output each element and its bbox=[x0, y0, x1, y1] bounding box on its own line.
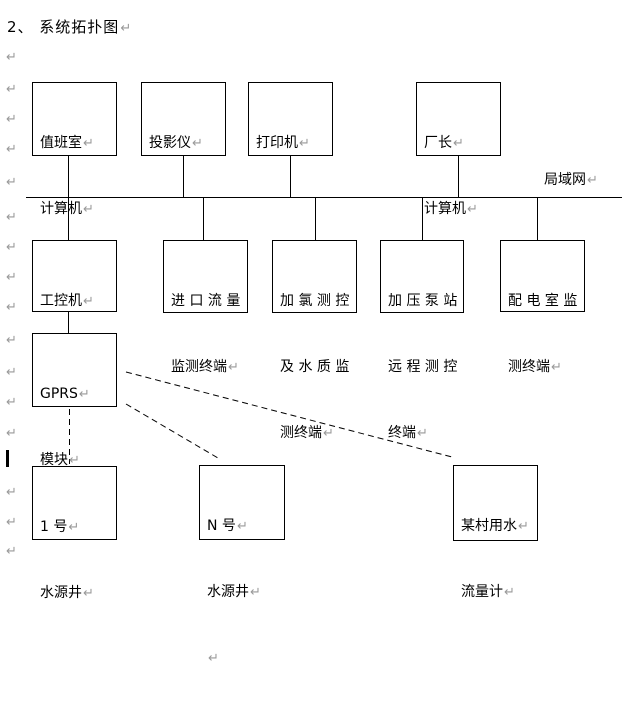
dashed-gprs-welln bbox=[125, 403, 219, 459]
page-title[interactable]: 2、 系统拓扑图↵ bbox=[7, 16, 132, 37]
margin-paragraph-mark: ↵ bbox=[6, 333, 17, 348]
box-text-line: 值班室↵ bbox=[40, 135, 94, 151]
box-text-line: 配 电 室 监 bbox=[508, 293, 578, 309]
box-village-water-flowmeter[interactable]: 某村用水↵ 流量计↵ bbox=[453, 465, 538, 600]
margin-paragraph-mark: ↵ bbox=[6, 544, 17, 559]
box-text-line: 终端↵ bbox=[388, 425, 428, 441]
paragraph-mark: ↵ bbox=[83, 294, 94, 309]
box-industrial-pc[interactable]: 工控机↵ bbox=[32, 240, 117, 312]
paragraph-mark: ↵ bbox=[78, 387, 90, 402]
paragraph-mark: ↵ bbox=[299, 136, 310, 151]
box-text-line: GPRS↵ bbox=[40, 386, 90, 402]
paragraph-mark: ↵ bbox=[208, 651, 219, 666]
box-text-line: 工控机↵ bbox=[40, 293, 94, 309]
box-text-line: 计算机↵ bbox=[40, 201, 94, 217]
box-chlorine-water-quality-terminal[interactable]: 加 氯 测 控 及 水 质 监 测终端↵ bbox=[272, 240, 357, 441]
box-text-line: 1 号↵ bbox=[40, 519, 80, 535]
box-duty-room-computer[interactable]: 值班室↵ 计算机↵ bbox=[32, 82, 117, 217]
paragraph-mark: ↵ bbox=[69, 453, 80, 468]
box-text-line: 及 水 质 监 bbox=[280, 359, 350, 375]
paragraph-mark: ↵ bbox=[323, 426, 334, 441]
margin-paragraph-mark: ↵ bbox=[6, 395, 17, 410]
box-projector[interactable]: 投影仪↵ bbox=[141, 82, 226, 156]
paragraph-mark: ↵ bbox=[228, 360, 239, 375]
box-text-line: 厂长↵ bbox=[424, 135, 464, 151]
text-cursor bbox=[6, 450, 9, 467]
box-power-room-terminal[interactable]: 配 电 室 监 测终端↵ bbox=[500, 240, 585, 375]
box-text-line: 模块↵ bbox=[40, 452, 80, 468]
box-well-1[interactable]: 1 号↵ 水源井↵ bbox=[32, 466, 117, 601]
lan-label[interactable]: 局域网↵ bbox=[544, 169, 598, 189]
box-text-line: 某村用水↵ bbox=[461, 518, 529, 534]
margin-paragraph-mark: ↵ bbox=[6, 365, 17, 380]
box-text-line: 远 程 测 控 bbox=[388, 359, 458, 375]
paragraph-mark: ↵ bbox=[504, 585, 515, 600]
paragraph-mark: ↵ bbox=[192, 136, 203, 151]
lan-label-text: 局域网 bbox=[544, 172, 586, 188]
box-well-n[interactable]: N 号↵ 水源井↵ ↵ bbox=[199, 465, 285, 666]
box-director-computer[interactable]: 厂长↵ 计算机↵ bbox=[416, 82, 501, 217]
margin-paragraph-mark: ↵ bbox=[6, 270, 17, 285]
paragraph-mark: ↵ bbox=[83, 586, 94, 601]
margin-paragraph-mark: ↵ bbox=[6, 300, 17, 315]
document-page: 2、 系统拓扑图↵ 局域网↵ 值班室↵ 计算机↵ 投影仪↵ 打印机↵ 厂长↵ 计… bbox=[6, 16, 622, 666]
box-text-line: 计算机↵ bbox=[424, 201, 478, 217]
box-printer[interactable]: 打印机↵ bbox=[248, 82, 333, 156]
margin-paragraph-mark: ↵ bbox=[6, 210, 17, 225]
box-text-line: 监测终端↵ bbox=[171, 359, 239, 375]
box-pump-station-terminal[interactable]: 加 压 泵 站 远 程 测 控 终端↵ bbox=[380, 240, 464, 441]
paragraph-mark: ↵ bbox=[417, 426, 428, 441]
paragraph-mark: ↵ bbox=[120, 21, 133, 36]
margin-paragraph-mark: ↵ bbox=[6, 485, 17, 500]
box-text-line: 流量计↵ bbox=[461, 584, 515, 600]
paragraph-mark: ↵ bbox=[250, 585, 261, 600]
box-text-line: ↵ bbox=[207, 647, 283, 669]
box-text-line: N 号↵ bbox=[207, 518, 248, 534]
box-text-line: 测终端↵ bbox=[280, 425, 334, 441]
connector-lines bbox=[26, 156, 622, 464]
box-gprs-module[interactable]: GPRS↵ 模块↵ bbox=[32, 333, 117, 468]
page-title-text: 2、 系统拓扑图 bbox=[7, 18, 120, 36]
paragraph-mark: ↵ bbox=[453, 136, 464, 151]
margin-paragraph-mark: ↵ bbox=[6, 82, 17, 97]
paragraph-mark: ↵ bbox=[467, 202, 478, 217]
paragraph-mark: ↵ bbox=[83, 136, 94, 151]
box-text-line: 投影仪↵ bbox=[149, 135, 203, 151]
margin-paragraph-mark: ↵ bbox=[6, 142, 17, 157]
box-text-line: 打印机↵ bbox=[256, 135, 310, 151]
paragraph-mark: ↵ bbox=[551, 360, 562, 375]
margin-paragraph-mark: ↵ bbox=[6, 240, 17, 255]
box-inlet-flow-terminal[interactable]: 进 口 流 量 监测终端↵ bbox=[163, 240, 248, 375]
box-text-line: 进 口 流 量 bbox=[171, 293, 241, 309]
box-text-line: 加 压 泵 站 bbox=[388, 293, 458, 309]
box-text-line: 加 氯 测 控 bbox=[280, 293, 350, 309]
paragraph-mark: ↵ bbox=[68, 520, 80, 535]
paragraph-mark: ↵ bbox=[83, 202, 94, 217]
margin-paragraph-mark: ↵ bbox=[6, 175, 17, 190]
margin-paragraph-mark: ↵ bbox=[6, 426, 17, 441]
box-text-line: 水源井↵ bbox=[207, 584, 261, 600]
box-text-line: 测终端↵ bbox=[508, 359, 562, 375]
margin-paragraph-mark: ↵ bbox=[6, 50, 17, 65]
margin-paragraph-mark: ↵ bbox=[6, 112, 17, 127]
paragraph-mark: ↵ bbox=[587, 173, 598, 188]
paragraph-mark: ↵ bbox=[236, 519, 248, 534]
paragraph-mark: ↵ bbox=[518, 519, 529, 534]
box-text-line: 水源井↵ bbox=[40, 585, 94, 601]
dashed-gprs-flowmeter bbox=[125, 371, 453, 458]
margin-paragraph-mark: ↵ bbox=[6, 515, 17, 530]
